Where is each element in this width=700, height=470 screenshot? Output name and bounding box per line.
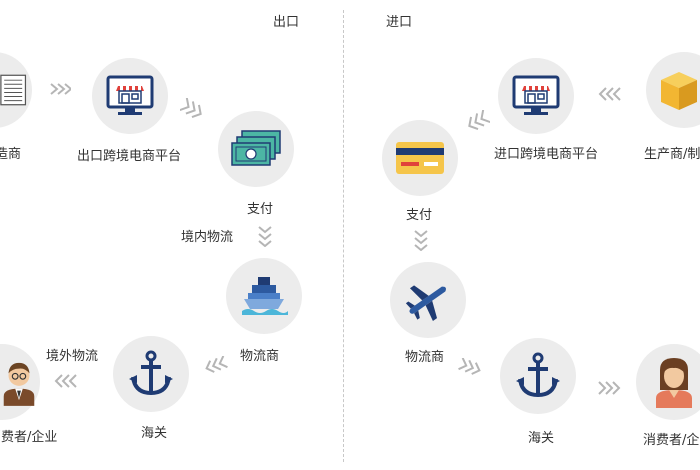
flow-arrow bbox=[414, 230, 428, 251]
export-payment-label: 支付 bbox=[247, 202, 274, 217]
import-customs-label: 海关 bbox=[528, 431, 555, 446]
export-overseas-logistics-label: 境外物流 bbox=[46, 349, 99, 364]
flow-arrow bbox=[50, 83, 71, 95]
woman-icon bbox=[656, 358, 692, 408]
import-title: 进口 bbox=[386, 15, 413, 30]
import-producer-node bbox=[646, 52, 700, 128]
flow-arrow bbox=[468, 110, 490, 131]
flow-arrow bbox=[598, 381, 621, 395]
export-title: 出口 bbox=[273, 15, 300, 30]
airplane-icon bbox=[405, 285, 446, 321]
section-divider bbox=[343, 10, 344, 462]
anchor-icon bbox=[129, 350, 173, 396]
import-producer-label: 生产商/制造商 bbox=[644, 147, 700, 162]
flow-arrow bbox=[180, 98, 202, 119]
monitor-store-icon bbox=[512, 75, 560, 115]
export-domestic-logistics-label: 境内物流 bbox=[181, 230, 234, 245]
export-customs-label: 海关 bbox=[141, 426, 168, 441]
export-manufacturer-node bbox=[0, 52, 32, 128]
anchor-icon bbox=[516, 352, 560, 398]
import-payment-node bbox=[382, 120, 458, 196]
import-logistics-provider-node bbox=[390, 262, 466, 338]
export-customs-node bbox=[113, 336, 189, 412]
import-platform-label: 进口跨境电商平台 bbox=[494, 147, 599, 162]
export-platform-label: 出口跨境电商平台 bbox=[77, 149, 182, 164]
flow-arrow bbox=[205, 356, 228, 373]
export-manufacturer-label: 制造商 bbox=[0, 147, 22, 162]
import-consumer-node bbox=[636, 344, 700, 420]
flow-arrow bbox=[598, 87, 621, 101]
export-consumer-label: 消费者/企业 bbox=[0, 430, 58, 445]
flow-arrow bbox=[458, 358, 481, 375]
export-consumer-node bbox=[0, 344, 40, 420]
flow-arrow bbox=[258, 226, 272, 247]
monitor-store-icon bbox=[106, 75, 154, 115]
import-logistics-provider-label: 物流商 bbox=[405, 350, 445, 365]
building-icon bbox=[0, 74, 27, 106]
import-customs-node bbox=[500, 338, 576, 414]
export-platform-node bbox=[92, 58, 168, 134]
cash-icon bbox=[231, 130, 281, 166]
import-consumer-label: 消费者/企业 bbox=[643, 433, 700, 448]
credit-card-icon bbox=[396, 142, 444, 174]
flow-arrow bbox=[54, 374, 77, 388]
businessman-icon bbox=[3, 362, 35, 406]
export-logistics-provider-node bbox=[226, 258, 302, 334]
import-payment-label: 支付 bbox=[406, 208, 433, 223]
export-logistics-provider-label: 物流商 bbox=[240, 349, 280, 364]
ship-icon bbox=[242, 277, 288, 315]
box-icon bbox=[661, 72, 697, 110]
import-platform-node bbox=[498, 58, 574, 134]
export-payment-node bbox=[218, 111, 294, 187]
